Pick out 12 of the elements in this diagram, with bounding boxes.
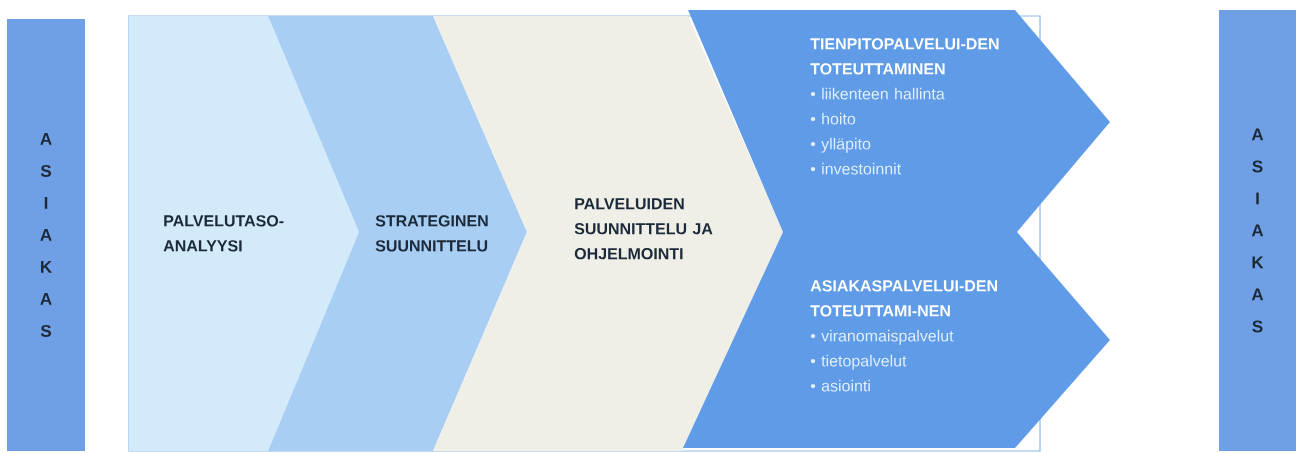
node-label: ASIAKASPALVELUI-DEN TOTEUTTAMI-NEN <box>810 280 997 317</box>
chevron-step: PALVELUTASO-ANALYYSI <box>129 16 359 451</box>
node-label: • tietopalvelut <box>810 354 907 370</box>
node-label: • hoito <box>810 112 856 125</box>
node-label: • liikenteen hallinta <box>810 87 945 100</box>
side-bar: A S I A K A S <box>7 19 85 451</box>
node-label: • asiointi <box>810 379 870 392</box>
side-bar: A S I A K A S <box>1219 10 1296 451</box>
node-label: TIENPITOPALVELUI-DEN TOTEUTTAMINEN <box>810 38 999 75</box>
node-label: • viranomaispalvelut <box>810 329 954 345</box>
node-label: • ylläpito <box>810 137 871 153</box>
node-label: • investoinnit <box>810 162 902 175</box>
